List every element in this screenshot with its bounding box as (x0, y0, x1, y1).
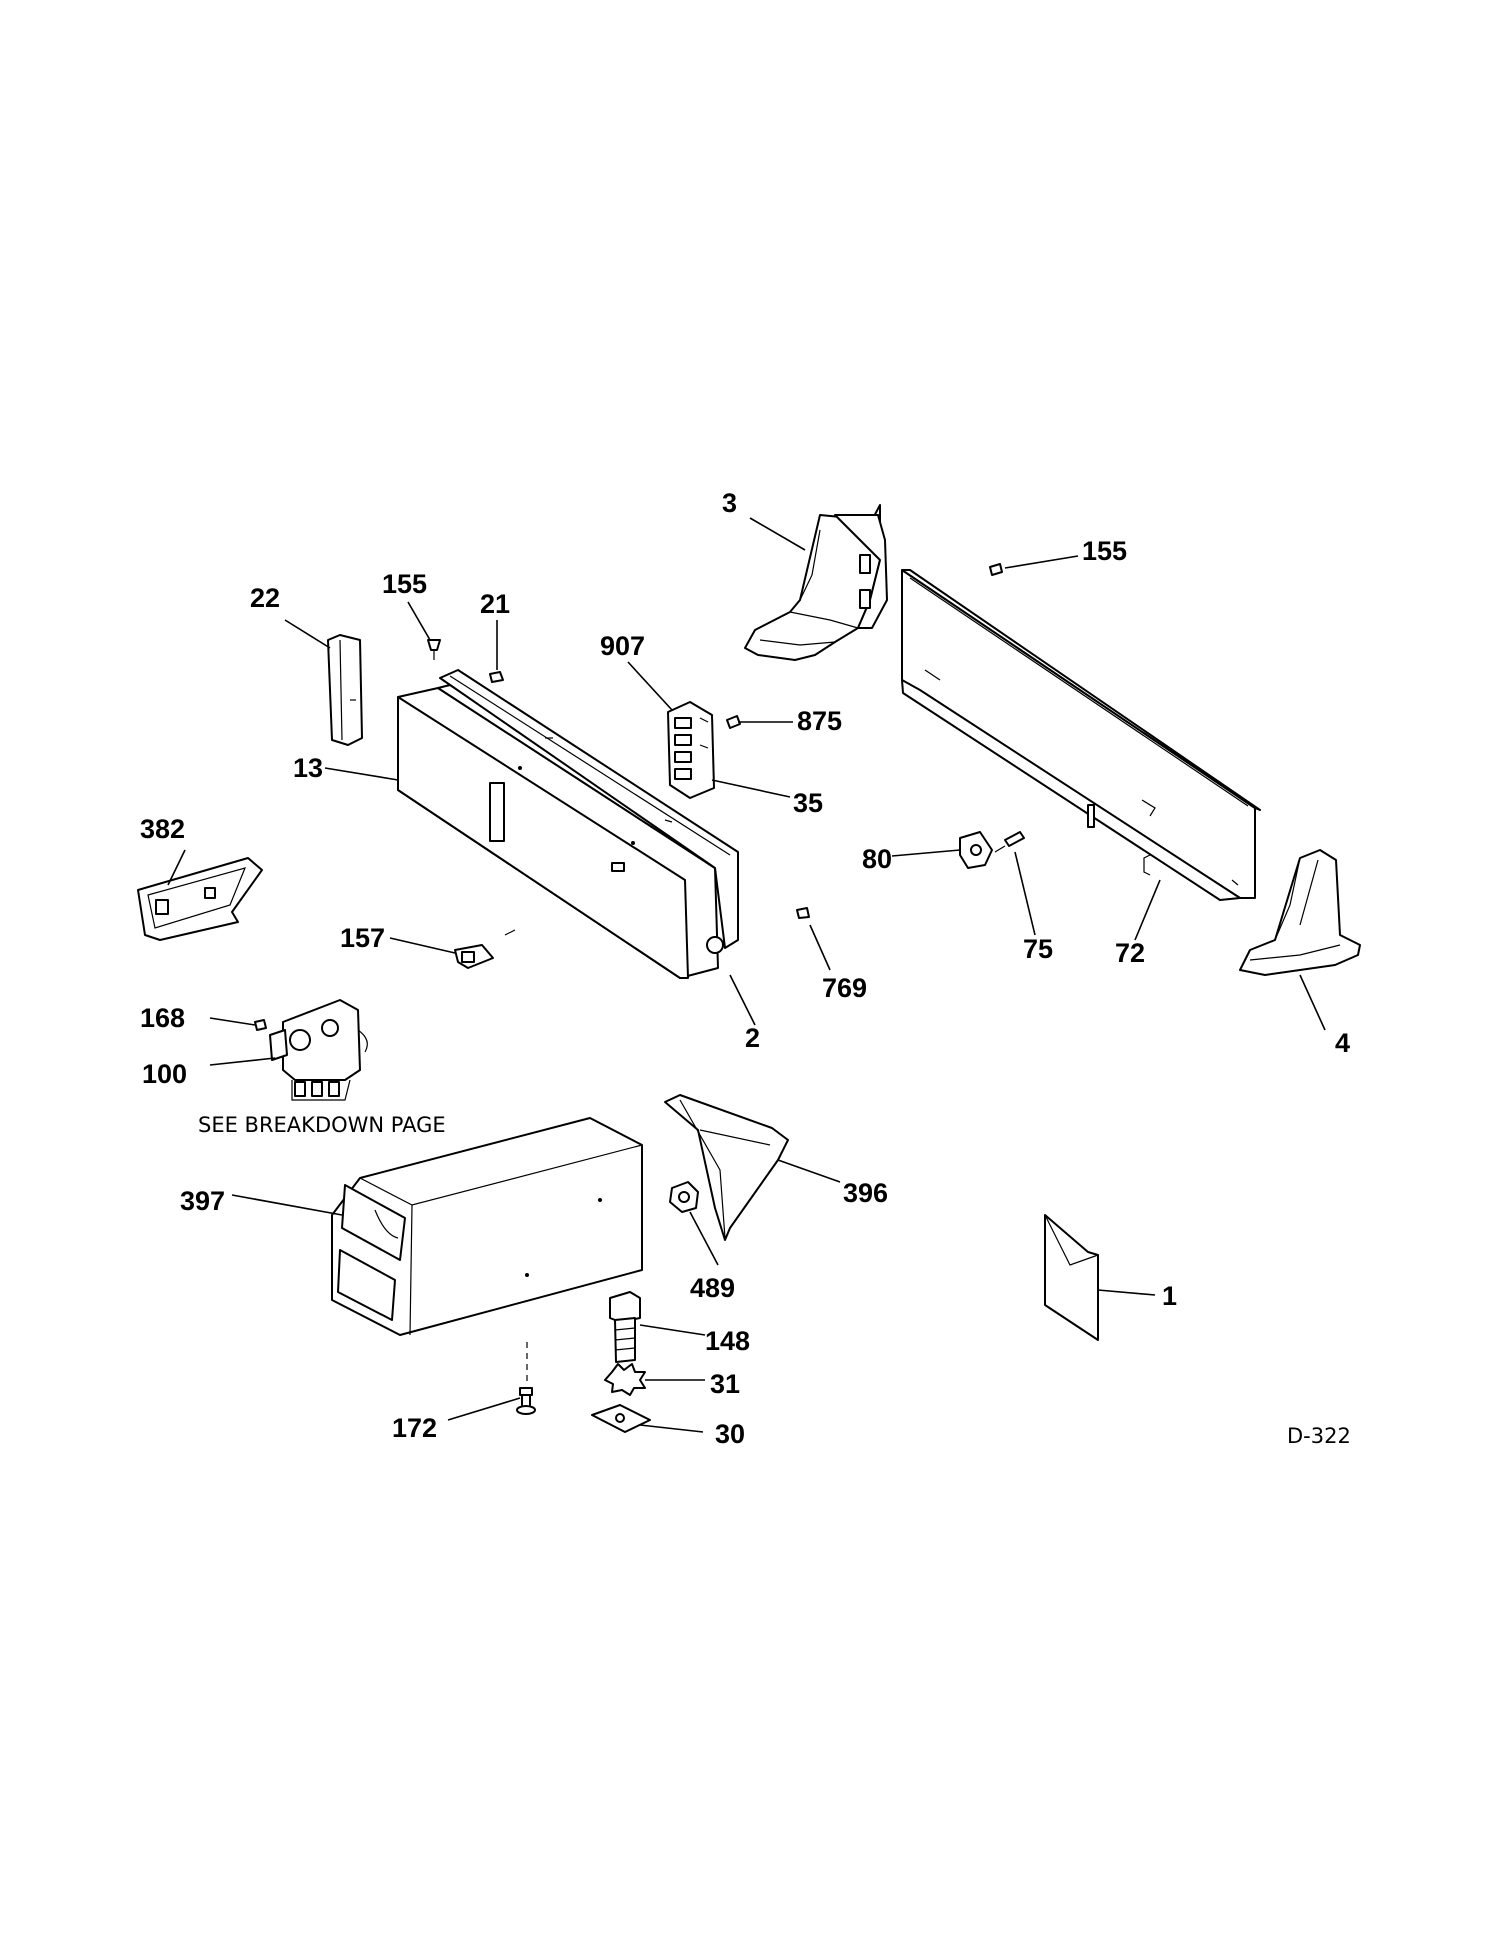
bracket-22 (327, 634, 363, 746)
callout-4: 4 (1335, 1028, 1350, 1058)
callout-382: 382 (140, 814, 185, 844)
screw-172 (516, 1387, 536, 1415)
screw-875 (726, 715, 741, 729)
rail (439, 669, 739, 954)
screw-168 (254, 1019, 267, 1031)
deflector (664, 1094, 789, 1241)
screw-21 (489, 671, 504, 683)
callout-1: 1 (1162, 1281, 1177, 1311)
callout-396: 396 (843, 1178, 888, 1208)
callout-2: 2 (745, 1023, 760, 1053)
back-panel (901, 569, 1261, 901)
screw-155-left (427, 639, 441, 660)
callout-3: 3 (722, 488, 737, 518)
bracket-80 (959, 831, 993, 869)
callout-22: 22 (250, 583, 280, 613)
callout-100: 100 (142, 1059, 187, 1089)
screw-75 (994, 831, 1025, 853)
callout-21: 21 (480, 589, 510, 619)
leader-lines (167, 517, 1326, 1433)
knob-489 (669, 1181, 699, 1213)
mini-manual (1044, 1214, 1099, 1341)
callout-397: 397 (180, 1186, 225, 1216)
callout-172: 172 (392, 1413, 437, 1443)
callout-168: 168 (140, 1003, 185, 1033)
callout-155: 155 (382, 569, 427, 599)
left-end-cap (744, 504, 888, 661)
callout-31: 31 (710, 1369, 740, 1399)
screw-769 (796, 907, 810, 919)
callout-30: 30 (715, 1419, 745, 1449)
callout-907: 907 (600, 631, 645, 661)
right-end-cap (1239, 849, 1361, 976)
callout-155-top: 155 (1082, 536, 1127, 566)
lower-cover (137, 857, 263, 941)
screw-155-right (989, 563, 1003, 576)
drawing-code: D-322 (1287, 1424, 1351, 1448)
callout-769: 769 (822, 973, 867, 1003)
timer (269, 999, 368, 1101)
callouts: 3 155 22 155 21 907 875 13 35 382 80 75 … (140, 488, 1350, 1449)
callout-489: 489 (690, 1273, 735, 1303)
callout-875: 875 (797, 706, 842, 736)
callout-35: 35 (793, 788, 823, 818)
breakdown-note: SEE BREAKDOWN PAGE (198, 1113, 446, 1137)
callout-157: 157 (340, 923, 385, 953)
callout-80: 80 (862, 844, 892, 874)
star-washer-31 (604, 1363, 646, 1396)
callout-75: 75 (1023, 934, 1053, 964)
clip-157 (454, 929, 516, 969)
callout-13: 13 (293, 753, 323, 783)
switch-block (667, 701, 715, 799)
square-plate-30 (591, 1404, 651, 1433)
duct-housing (331, 1117, 643, 1336)
bolt-148 (609, 1291, 641, 1363)
callout-148: 148 (705, 1326, 750, 1356)
callout-72: 72 (1115, 938, 1145, 968)
